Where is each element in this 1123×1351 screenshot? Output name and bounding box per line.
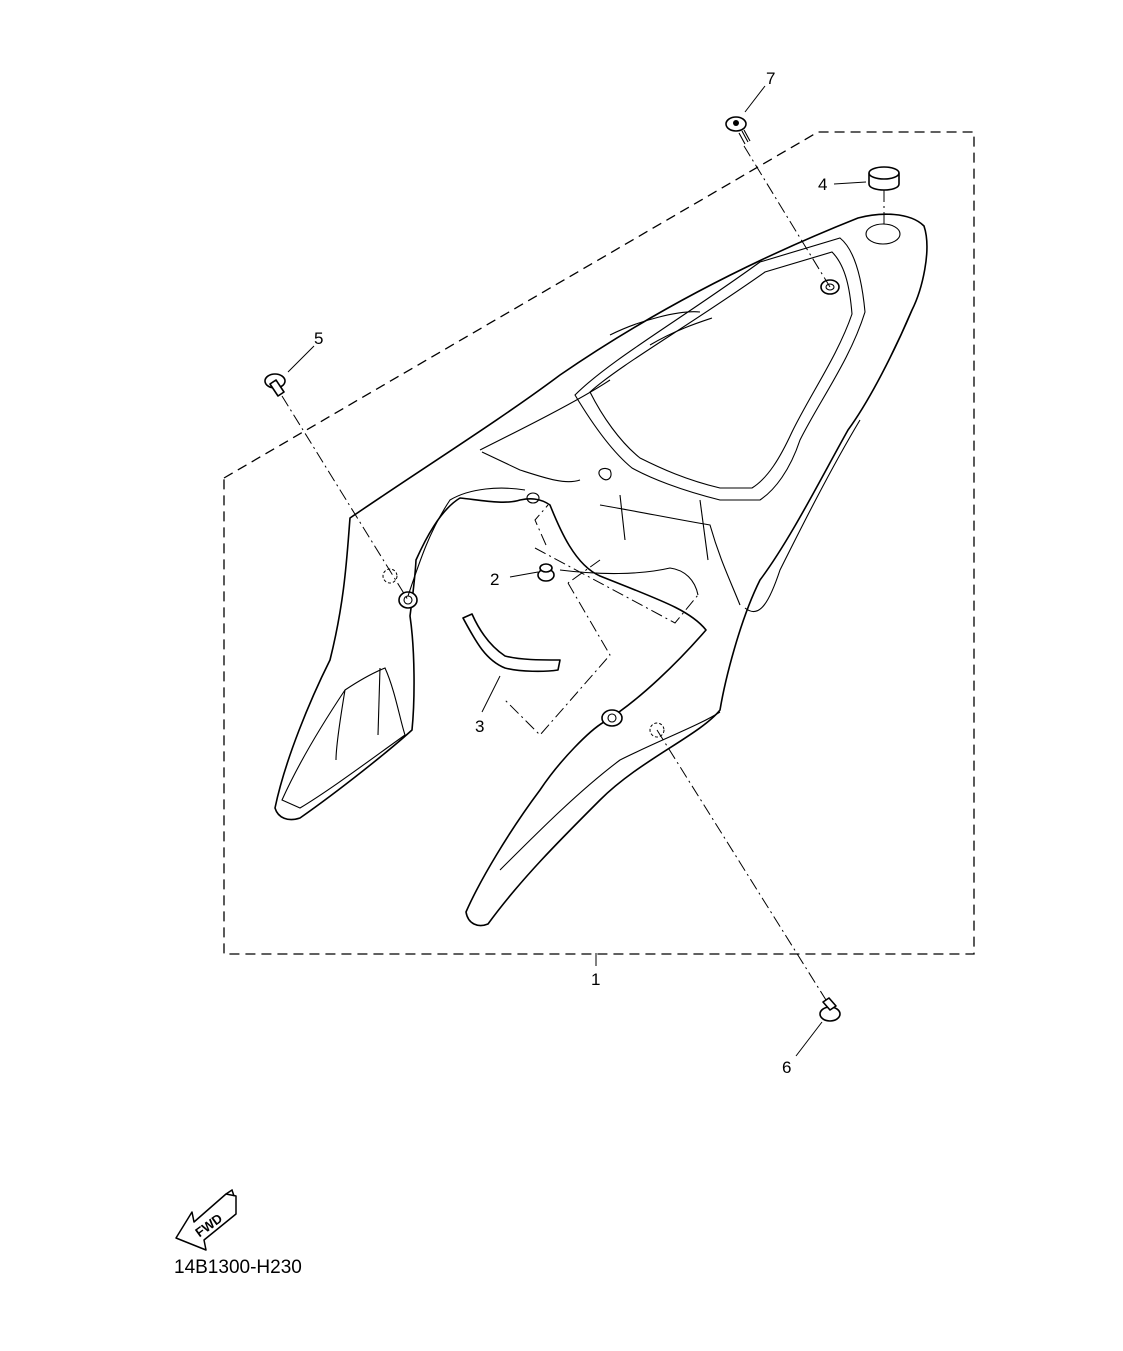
callout-3: 3 [475, 717, 484, 736]
grommet [537, 563, 555, 582]
plug-cap [868, 166, 900, 191]
leader-lines [287, 85, 867, 1057]
rivet-bottom [819, 997, 841, 1022]
drawing-code: 14B1300-H230 [174, 1257, 302, 1278]
callout-7: 7 [766, 69, 775, 88]
inner-stay-wire [407, 487, 699, 597]
assembly-axes [281, 145, 885, 1001]
callout-5: 5 [314, 329, 323, 348]
callout-2: 2 [490, 570, 499, 589]
callout-1: 1 [591, 970, 600, 989]
seal-strip [462, 613, 561, 673]
fwd-arrow-icon [175, 1188, 237, 1251]
assembly-boundary [223, 131, 975, 955]
rear-cowl-body [274, 213, 928, 927]
callout-6: 6 [782, 1058, 791, 1077]
callout-4: 4 [818, 175, 827, 194]
rivet-left [264, 373, 286, 397]
bolt-top [725, 116, 751, 145]
